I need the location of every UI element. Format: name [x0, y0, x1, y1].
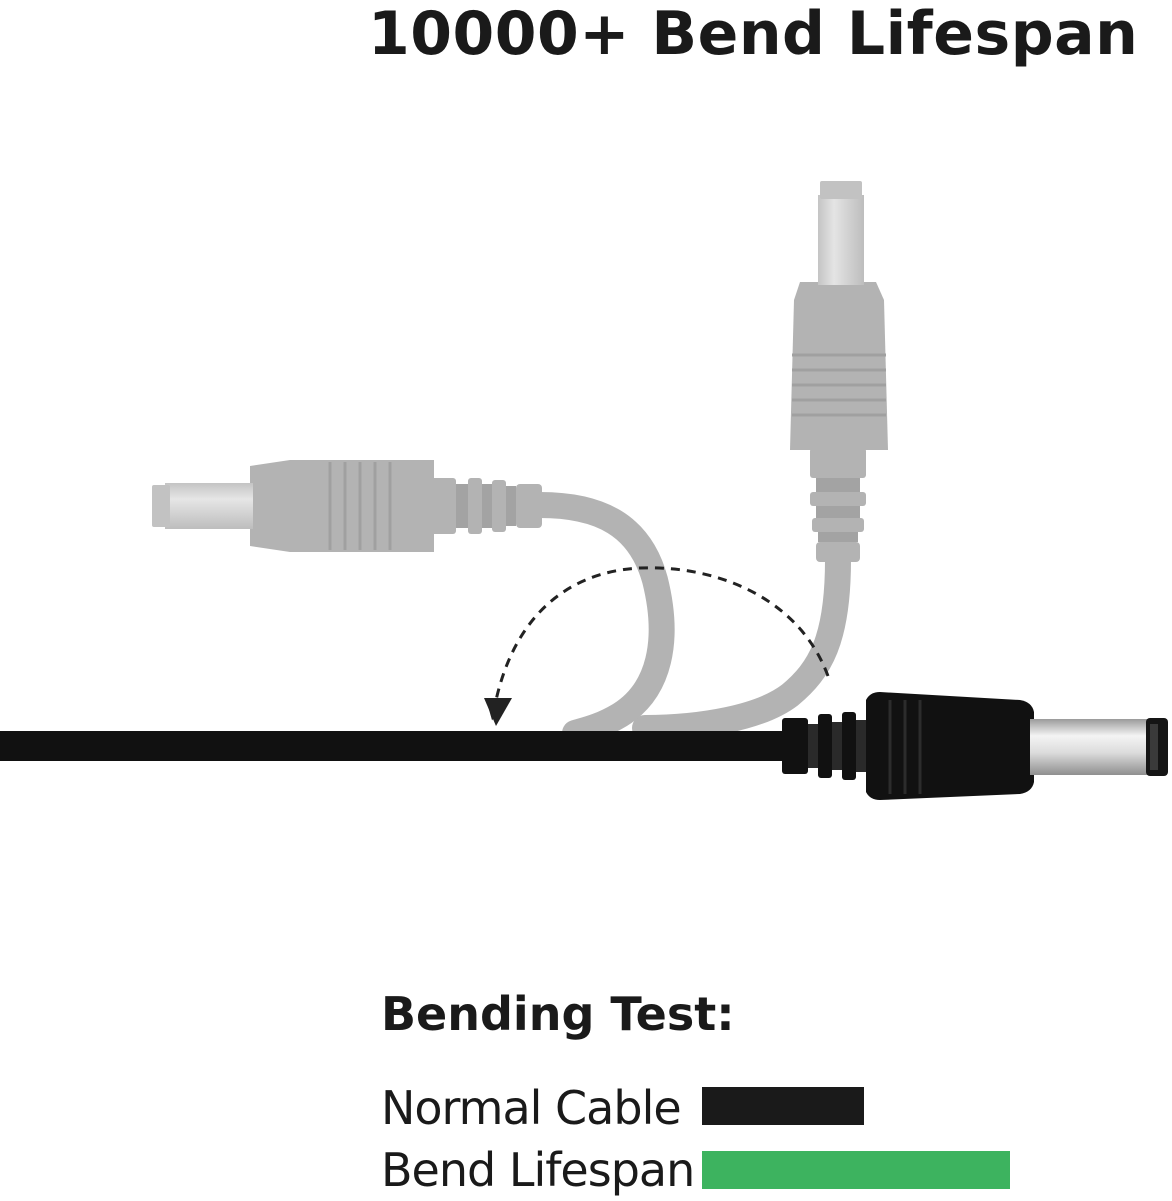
ghost-vertical-connector: [632, 181, 888, 741]
legend-label: Normal Cable: [381, 1081, 682, 1135]
legend-label: Bend Lifespan: [381, 1143, 695, 1197]
bend-direction-arrow: [485, 566, 830, 721]
ghost-cable-vertical: [632, 547, 851, 741]
ghost-horizontal-connector: [152, 460, 675, 746]
legend-item-normal-cable: Normal Cable: [381, 1078, 682, 1138]
black-cable-line: [0, 731, 796, 761]
legend-swatch-bend-lifespan: [702, 1151, 1010, 1189]
headline-title: 10000+ Bend Lifespan: [368, 0, 1139, 69]
active-cable: [0, 692, 1168, 800]
legend-swatch-normal-cable: [702, 1087, 864, 1125]
legend-heading: Bending Test:: [381, 987, 735, 1041]
arrow-head-icon: [484, 698, 512, 726]
legend-item-bend-lifespan: Bend Lifespan: [381, 1140, 695, 1200]
ghost-cable-horizontal: [527, 492, 675, 746]
